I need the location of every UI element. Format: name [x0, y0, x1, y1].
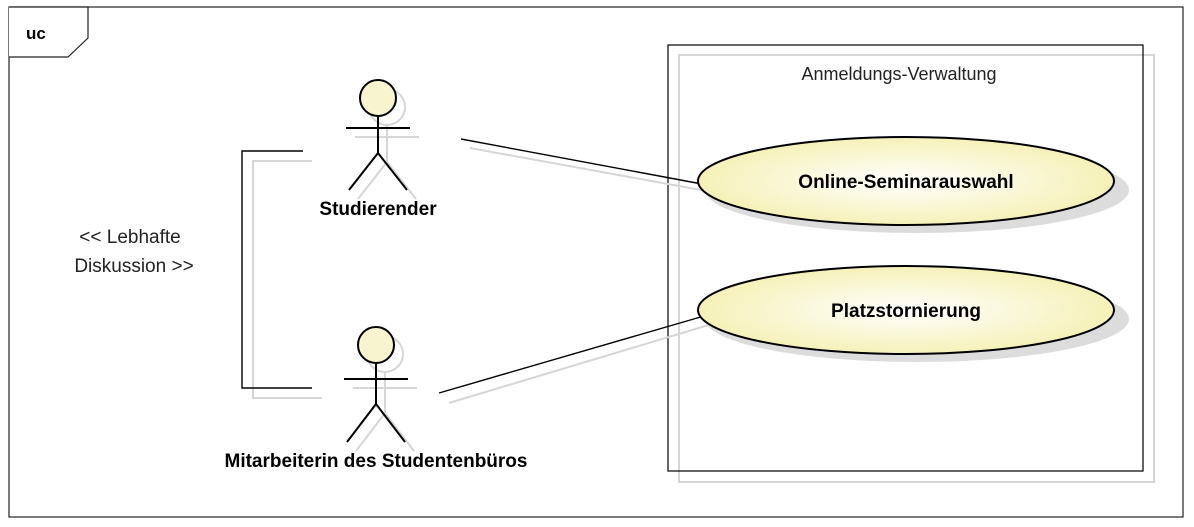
actor-mitarbeiterin: Mitarbeiterin des Studentenbüros: [225, 326, 528, 472]
actor-head: [359, 79, 397, 117]
actor-relation-line: [241, 150, 312, 389]
actor-relation-shadow: [252, 160, 322, 399]
diagram-frame: [8, 6, 1184, 518]
actor-label-mitarbeiterin: Mitarbeiterin des Studentenbüros: [225, 451, 528, 472]
actor-head: [357, 326, 395, 364]
association-shadow-2: [448, 323, 713, 404]
frame-tag-box: [9, 6, 89, 58]
actor-studierender: Studierender: [319, 79, 437, 220]
association-shadow-1: [469, 147, 713, 193]
usecase-online-seminarauswahl: Online-Seminarauswahl: [697, 136, 1129, 233]
actor-right-leg: [375, 403, 406, 443]
usecase-platzstornierung: Platzstornierung: [697, 265, 1129, 362]
actor-left-leg: [346, 403, 377, 443]
usecase-label-seminarauswahl: Online-Seminarauswahl: [798, 172, 1013, 193]
actor-right-leg: [377, 152, 408, 191]
frame-tag-label: uc: [26, 24, 46, 43]
usecase-ellipse: [697, 265, 1115, 355]
actor-left-leg: [348, 152, 379, 191]
actor-label-studierender: Studierender: [319, 199, 437, 220]
usecase-label-platzstornierung: Platzstornierung: [831, 301, 981, 322]
system-boundary-title: Anmeldungs-Verwaltung: [801, 64, 996, 84]
association-line-mitarbeiterin: [438, 315, 705, 394]
association-line-studierender: [460, 138, 703, 185]
system-boundary-shadow: [678, 54, 1155, 483]
actor-relation-stereotype-line1: << Lebhafte: [79, 227, 180, 248]
system-boundary: [667, 44, 1144, 472]
usecase-ellipse: [697, 136, 1115, 226]
actor-relation-stereotype-line2: Diskussion >>: [74, 256, 193, 277]
